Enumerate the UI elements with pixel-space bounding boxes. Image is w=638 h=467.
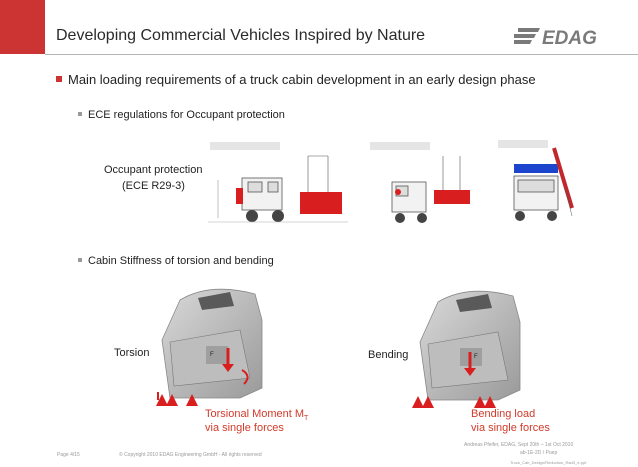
torsional-moment-label: Torsional Moment MT bbox=[205, 407, 308, 426]
sub-bullet-stiffness-text: Cabin Stiffness of torsion and bending bbox=[88, 255, 274, 267]
sub-bullet-ece-text: ECE regulations for Occupant protection bbox=[88, 109, 285, 121]
footer-author-line1: Andreas Pfeifer, EDAG, Sept 20th – 1st O… bbox=[464, 442, 574, 448]
header-divider bbox=[45, 54, 638, 55]
torsional-moment-subscript: T bbox=[304, 415, 309, 423]
torsion-force-label: F bbox=[210, 352, 214, 358]
footer-bottom-note: Truck_Cab_Design/Reduction_Rad3_e-ppt bbox=[510, 460, 587, 465]
main-bullet: Main loading requirements of a truck cab… bbox=[56, 72, 536, 87]
bending-label: Bending bbox=[368, 349, 409, 361]
torsion-single-forces-label: via single forces bbox=[205, 422, 284, 434]
grey-bullet-icon bbox=[78, 112, 82, 116]
main-bullet-text: Main loading requirements of a truck cab… bbox=[68, 72, 536, 87]
logo-text: EDAG bbox=[542, 28, 597, 49]
torsion-cab-image: F bbox=[156, 288, 263, 406]
footer-copyright: © Copyright 2010 EDAG Engineering GmbH -… bbox=[119, 452, 262, 458]
page-title: Developing Commercial Vehicles Inspired … bbox=[56, 27, 426, 44]
bending-single-forces-label: via single forces bbox=[471, 422, 550, 434]
edag-logo: EDAG bbox=[514, 28, 597, 49]
footer-author-line2: ab-1E-2D / Puep bbox=[520, 450, 558, 456]
footer-page-number: Page 4/15 bbox=[57, 452, 80, 458]
ece-rear-impact-figure bbox=[370, 142, 470, 223]
occupant-protection-label: Occupant protection bbox=[104, 164, 203, 176]
grey-bullet-icon bbox=[78, 258, 82, 262]
bending-force-label: F bbox=[474, 354, 478, 360]
sub-bullet-ece: ECE regulations for Occupant protection bbox=[78, 109, 285, 121]
torsion-label: Torsion bbox=[114, 347, 150, 359]
header-accent-block bbox=[0, 0, 45, 54]
ece-front-impact-figure bbox=[208, 142, 348, 223]
bending-load-label: Bending load bbox=[471, 408, 536, 420]
red-bullet-icon bbox=[56, 76, 62, 82]
torsional-moment-text: Torsional Moment M bbox=[205, 408, 305, 420]
sub-bullet-stiffness: Cabin Stiffness of torsion and bending bbox=[78, 255, 274, 267]
ece-r29-label: (ECE R29-3) bbox=[122, 180, 185, 192]
bending-cab-image: F bbox=[412, 290, 521, 408]
ece-roof-strength-figure bbox=[498, 140, 574, 221]
